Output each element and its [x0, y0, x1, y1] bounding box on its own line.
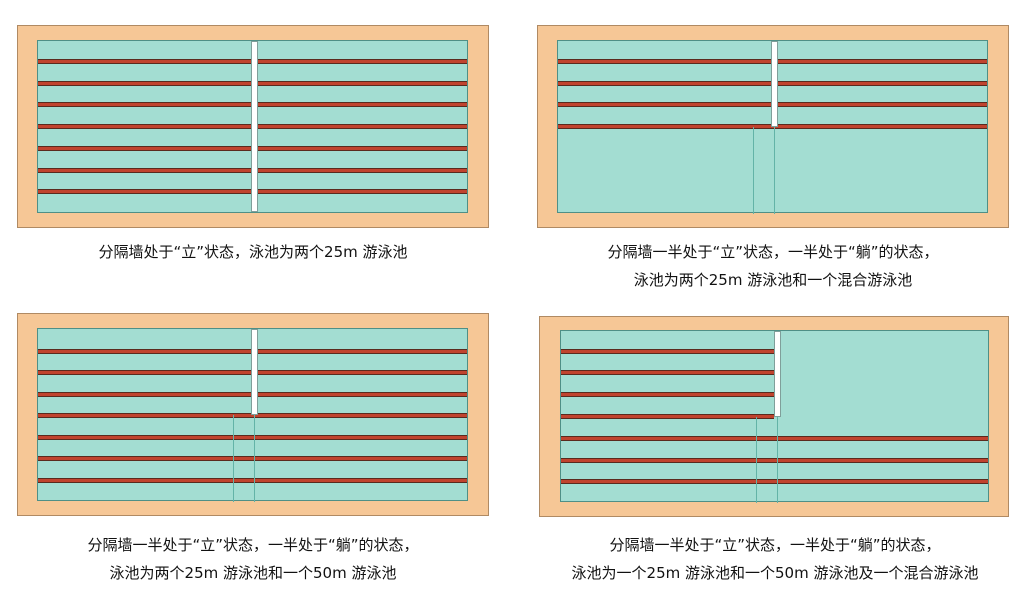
lane-rope [561, 436, 988, 441]
divider-wall-standing [251, 329, 258, 415]
lane-rope [561, 458, 988, 463]
caption-line: 分隔墙处于“立”状态，泳池为两个25m 游泳池 [98, 243, 408, 261]
caption-line: 泳池为两个25m 游泳池和一个50m 游泳池 [109, 564, 397, 582]
lane-rope [561, 370, 774, 375]
caption-line: 泳池为一个25m 游泳池和一个50m 游泳池及一个混合游泳池 [571, 564, 979, 582]
divider-wall-standing [774, 331, 781, 417]
divider-wall-standing [251, 41, 258, 212]
caption-3: 分隔墙一半处于“立”状态，一半处于“躺”的状态， 泳池为两个25m 游泳池和一个… [17, 531, 489, 587]
caption-2: 分隔墙一半处于“立”状态，一半处于“躺”的状态， 泳池为两个25m 游泳池和一个… [537, 238, 1009, 294]
lane-rope [38, 456, 467, 461]
divider-wall-lying [756, 417, 778, 503]
pool-4 [560, 330, 989, 503]
lane-rope [561, 349, 774, 354]
caption-line: 分隔墙一半处于“立”状态，一半处于“躺”的状态， [87, 536, 419, 554]
caption-4: 分隔墙一半处于“立”状态，一半处于“躺”的状态， 泳池为一个25m 游泳池和一个… [530, 531, 1020, 587]
caption-1: 分隔墙处于“立”状态，泳池为两个25m 游泳池 [17, 238, 489, 266]
caption-line: 分隔墙一半处于“立”状态，一半处于“躺”的状态， [609, 536, 941, 554]
lane-rope [561, 479, 988, 484]
lane-rope [561, 414, 774, 419]
pool-2 [557, 40, 988, 214]
divider-wall-lying [233, 415, 255, 502]
pool-1 [37, 40, 468, 213]
lane-rope [38, 478, 467, 483]
divider-wall-standing [771, 41, 778, 127]
caption-line: 分隔墙一半处于“立”状态，一半处于“躺”的状态， [607, 243, 939, 261]
pool-3 [37, 328, 468, 502]
lane-rope [561, 392, 774, 397]
divider-wall-lying [753, 127, 775, 214]
lane-rope [38, 435, 467, 440]
caption-line: 泳池为两个25m 游泳池和一个混合游泳池 [633, 271, 913, 289]
